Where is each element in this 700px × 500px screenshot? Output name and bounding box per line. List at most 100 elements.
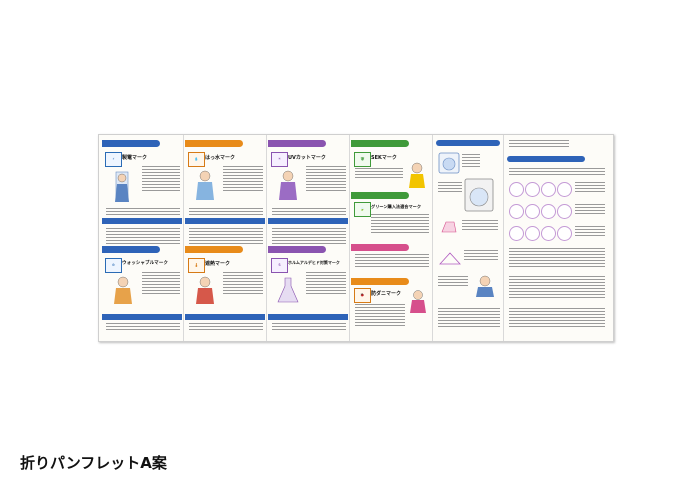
mark-title: 防ダニマーク	[371, 291, 402, 297]
bug-icon: 🐞	[354, 288, 371, 303]
mark-title: はっ水マーク	[205, 155, 236, 161]
section-tab	[102, 140, 160, 147]
lightning-icon: ⚡	[105, 152, 122, 167]
sun-icon: ☀	[271, 152, 288, 167]
divider	[503, 135, 504, 341]
description-text	[189, 323, 263, 332]
care-symbol-icon	[509, 226, 524, 241]
flask-icon: ⚗	[271, 258, 288, 273]
person-illustration-icon	[476, 275, 494, 297]
description-text	[306, 272, 346, 296]
mark-title: UVカットマーク	[288, 155, 326, 161]
description-text	[355, 254, 429, 269]
hanger-icon	[439, 252, 461, 265]
description-text	[462, 154, 480, 169]
mark-title: 遮熱マーク	[205, 261, 231, 267]
care-symbol-icon	[541, 226, 556, 241]
mark-title: ホルムアルデヒド対策マーク	[288, 260, 340, 265]
description-text	[272, 228, 346, 246]
care-symbol-icon	[525, 204, 540, 219]
section-tab	[351, 140, 409, 147]
flask-icon	[277, 277, 299, 303]
brochure: ⚡ 製電マーク ⊙ ウォッシャブルマーク 💧 はっ水マーク	[98, 134, 614, 342]
leaf-icon: 🍃	[354, 202, 371, 217]
mark-title: 製電マーク	[122, 155, 148, 161]
person-illustration-icon	[279, 170, 297, 200]
description-text	[355, 304, 405, 328]
description-text	[575, 204, 605, 216]
section-strip	[185, 314, 265, 320]
description-text	[142, 166, 180, 193]
divider	[266, 135, 267, 341]
care-symbol-icon	[557, 204, 572, 219]
care-symbol-icon	[557, 226, 572, 241]
mark-title: グリーン購入法適合マーク	[371, 204, 422, 209]
section-tab	[268, 246, 326, 253]
person-illustration-icon	[196, 276, 214, 304]
section-strip	[268, 314, 348, 320]
panel-5	[434, 138, 502, 336]
description-text	[575, 226, 605, 238]
care-symbol-icon	[541, 182, 556, 197]
section-strip	[102, 314, 182, 320]
section-tab	[268, 140, 326, 147]
person-illustration-icon	[196, 170, 214, 200]
panel-2: 💧 はっ水マーク 🌡 遮熱マーク	[185, 138, 265, 336]
person-illustration-icon	[115, 171, 129, 202]
description-text	[355, 168, 403, 180]
description-text	[509, 276, 605, 300]
care-symbol-icon	[557, 182, 572, 197]
description-text	[438, 276, 468, 288]
description-text	[189, 228, 263, 246]
description-text	[462, 220, 498, 232]
description-text	[509, 140, 569, 149]
washing-machine-icon	[438, 152, 460, 174]
description-text	[106, 208, 180, 217]
person-illustration-icon	[410, 290, 426, 313]
divider	[183, 135, 184, 341]
description-text	[223, 272, 263, 296]
section-strip	[185, 218, 265, 224]
section-pill	[507, 156, 585, 162]
care-symbol-icon	[541, 204, 556, 219]
description-text	[438, 182, 462, 194]
description-text	[272, 323, 346, 332]
description-text	[106, 323, 180, 332]
care-symbol-icon	[525, 182, 540, 197]
description-text	[272, 208, 346, 217]
care-symbol-icon	[509, 204, 524, 219]
description-text	[142, 272, 180, 296]
description-text	[106, 228, 180, 246]
description-text	[189, 208, 263, 217]
care-symbol-icon	[525, 226, 540, 241]
description-text	[464, 250, 498, 262]
section-tab	[351, 244, 409, 251]
droplet-icon: 💧	[188, 152, 205, 167]
mark-title: ウォッシャブルマーク	[122, 261, 168, 266]
description-text	[438, 308, 500, 329]
person-illustration-icon	[114, 276, 132, 304]
panel-4: 🛡 SEKマーク 🍃 グリーン購入法適合マーク 🐞 防ダニマーク	[351, 138, 431, 336]
person-illustration-icon	[409, 162, 425, 188]
panel-6	[505, 138, 609, 336]
description-text	[306, 166, 346, 193]
section-pill	[436, 140, 500, 146]
section-tab	[102, 246, 160, 253]
section-tab	[185, 140, 243, 147]
divider	[349, 135, 350, 341]
description-text	[371, 214, 429, 235]
washing-machine-icon	[464, 178, 494, 212]
divider	[432, 135, 433, 341]
section-strip	[102, 218, 182, 224]
washing-machine-icon: ⊙	[105, 258, 122, 273]
panel-1: ⚡ 製電マーク ⊙ ウォッシャブルマーク	[102, 138, 182, 336]
page-caption: 折りパンフレットA案	[20, 454, 167, 472]
description-text	[509, 248, 605, 269]
description-text	[575, 182, 605, 194]
description-text	[223, 166, 263, 193]
section-tab	[351, 192, 409, 199]
section-strip	[268, 218, 348, 224]
description-text	[509, 168, 605, 177]
panel-3: ☀ UVカットマーク ⚗ ホルムアルデヒド対策マーク	[268, 138, 348, 336]
iron-icon	[441, 221, 457, 233]
